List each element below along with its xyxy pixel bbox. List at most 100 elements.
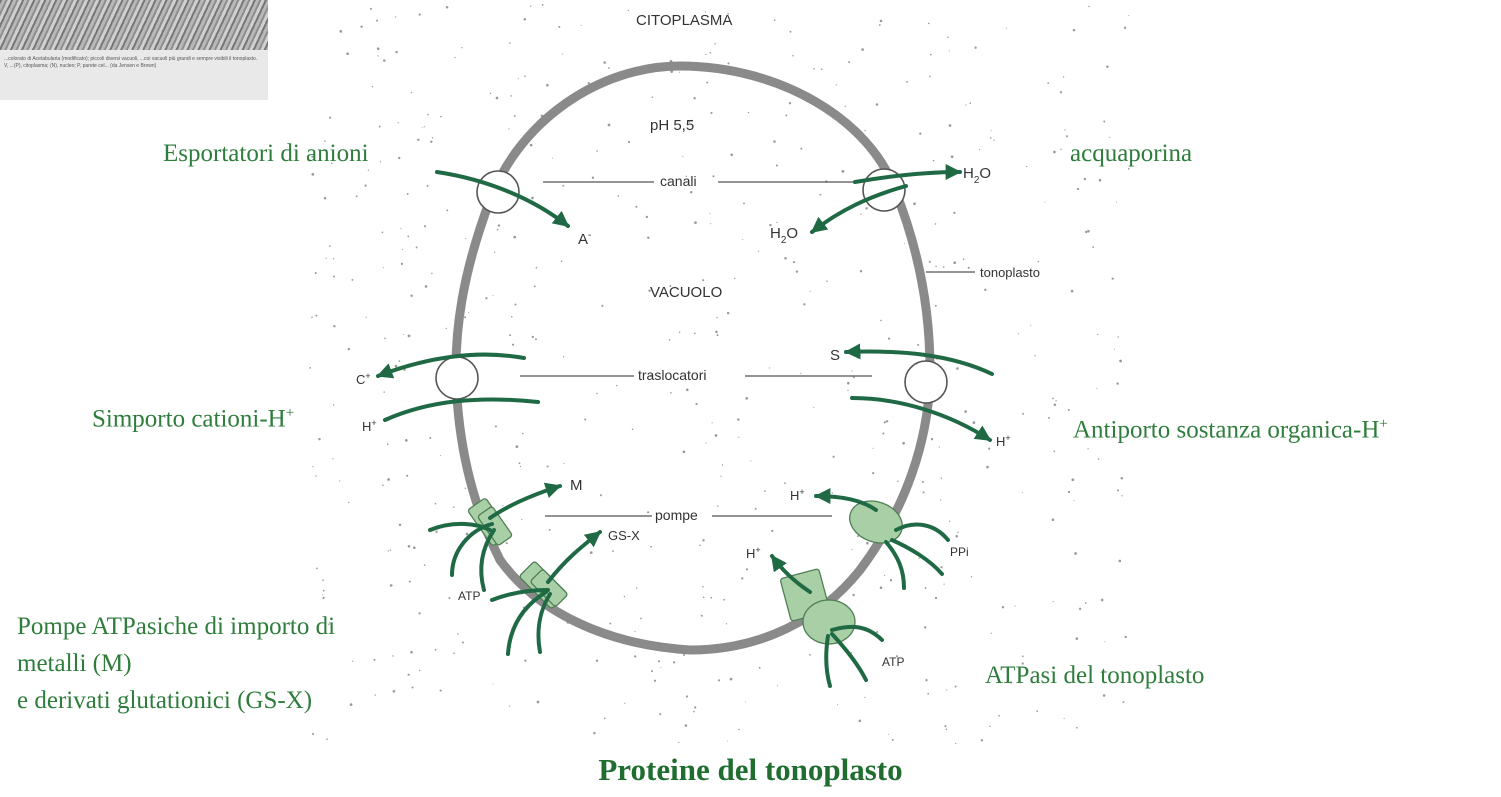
speckle [842, 170, 845, 173]
speckle [957, 532, 959, 534]
speckle [392, 655, 393, 656]
speckle [660, 667, 661, 668]
speckle [884, 575, 885, 576]
speckle [561, 261, 563, 263]
speckle [388, 550, 389, 551]
speckle [516, 445, 519, 448]
speckle [949, 124, 952, 127]
speckle [413, 546, 416, 549]
speckle [774, 19, 776, 21]
speckle [514, 115, 516, 117]
speckle [453, 652, 455, 654]
speckle [776, 222, 777, 223]
speckle [930, 54, 932, 56]
speckle [490, 93, 491, 94]
speckle [745, 397, 748, 400]
speckle [427, 185, 429, 187]
speckle [943, 266, 945, 268]
speckle [419, 13, 421, 15]
speckle [1053, 451, 1055, 453]
speckle [965, 104, 966, 105]
speckle [718, 679, 720, 681]
ppi-arc-1 [896, 525, 948, 540]
metal-symbol: M [570, 477, 583, 494]
speckle [946, 729, 948, 731]
speckle [963, 258, 965, 260]
speckle [1030, 325, 1031, 326]
v-atpase-atp-arc-2 [832, 634, 866, 680]
speckle [712, 175, 714, 177]
speckle [406, 475, 408, 477]
speckle [524, 75, 526, 77]
speckle [1112, 277, 1114, 279]
speckle [604, 718, 606, 720]
speckle [1052, 398, 1054, 400]
speckle [552, 158, 553, 159]
antiporter-circle [905, 361, 947, 403]
speckle [322, 579, 324, 581]
speckle [720, 476, 721, 477]
speckle [430, 141, 432, 143]
speckle [1128, 15, 1129, 16]
speckle [714, 43, 716, 45]
speckle [683, 654, 685, 656]
speckle [1114, 349, 1115, 350]
speckle [955, 743, 956, 744]
speckle [1054, 404, 1057, 407]
speckle [699, 544, 701, 546]
speckle [492, 295, 493, 296]
speckle [755, 508, 757, 510]
speckle [679, 72, 680, 73]
speckle [410, 294, 412, 296]
speckle [419, 612, 421, 614]
speckle [1064, 129, 1065, 130]
speckle [860, 270, 862, 272]
symporter-circle [436, 357, 478, 399]
speckle [746, 568, 748, 570]
ph-label: pH 5,5 [650, 117, 694, 134]
speckle [398, 122, 399, 123]
speckle [859, 720, 862, 723]
speckle [935, 597, 937, 599]
speckle [953, 261, 956, 264]
speckle [485, 297, 487, 299]
speckle [376, 20, 378, 22]
speckle [608, 67, 610, 69]
speckle [387, 443, 389, 445]
speckle [1073, 29, 1076, 32]
water-out-symbol: H2O [963, 165, 991, 186]
antiport-label-sup: + [1379, 416, 1387, 432]
speckle [750, 460, 751, 461]
speckle [531, 197, 534, 200]
speckle [508, 128, 509, 129]
speckle [941, 478, 942, 479]
speckle [773, 140, 776, 143]
speckle [465, 488, 466, 489]
speckle [929, 261, 931, 263]
speckle [876, 103, 879, 106]
speckle [424, 126, 425, 127]
speckle [935, 305, 937, 307]
speckle [993, 140, 994, 141]
speckle [1076, 637, 1079, 640]
speckle [424, 225, 426, 227]
speckle [882, 432, 884, 434]
speckle [333, 258, 334, 259]
speckle [634, 655, 636, 657]
speckle [596, 150, 598, 152]
speckle [1006, 28, 1007, 29]
speckle [946, 689, 947, 690]
gsx-arrow [548, 532, 600, 582]
speckle [851, 549, 852, 550]
speckle [429, 437, 431, 439]
speckle [402, 249, 403, 250]
speckle [435, 503, 437, 505]
speckle [669, 339, 671, 341]
speckle [323, 590, 325, 592]
speckle [425, 285, 428, 288]
speckle [419, 670, 420, 671]
speckle [333, 325, 335, 327]
speckle [1084, 178, 1086, 180]
speckle [422, 127, 423, 128]
